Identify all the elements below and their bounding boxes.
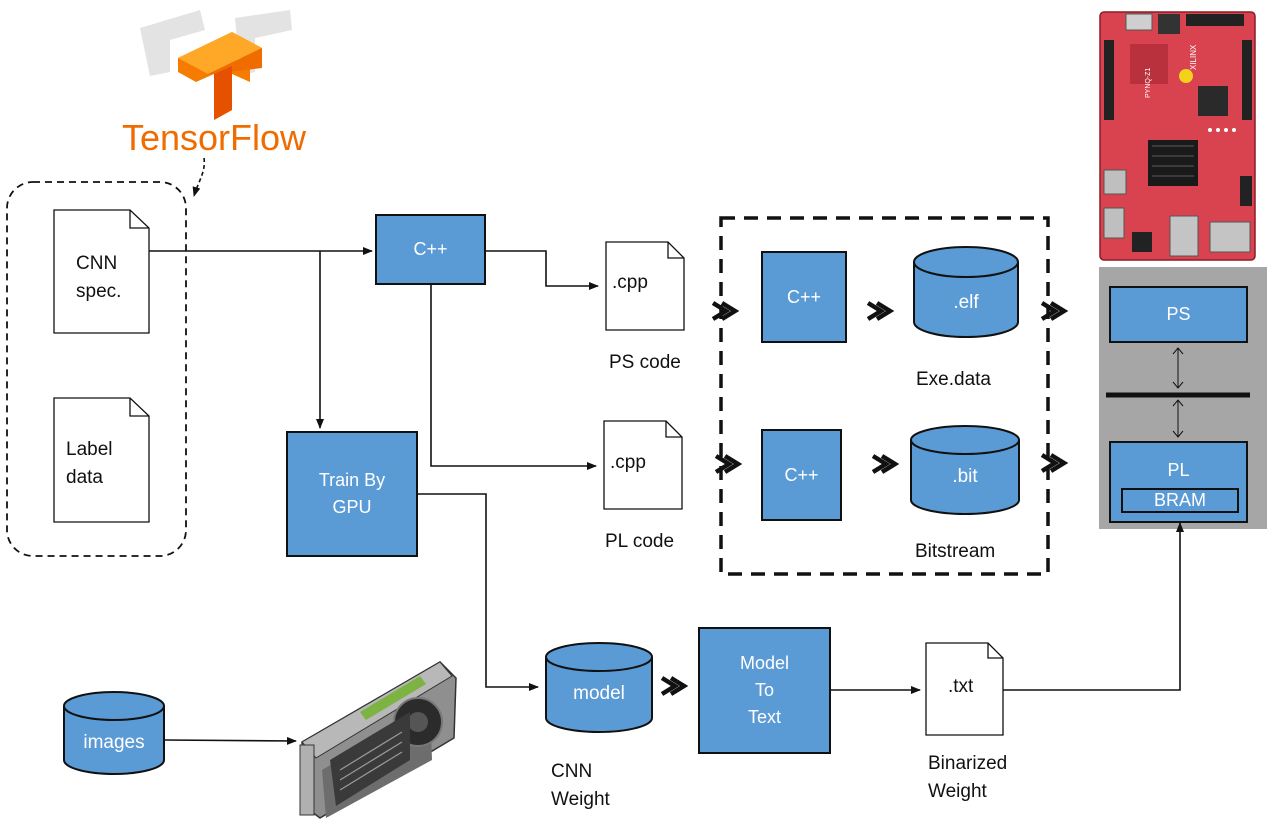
binarized-weight-caption: Binarized Weight [928,753,1008,802]
cpp-pl-box [761,429,842,521]
exe-data-caption: Exe.data [916,369,991,390]
logo-pointer-arrow [192,157,206,197]
cpp-ps-box [761,251,847,343]
train-gpu-box [286,431,418,557]
bit-cylinder [910,425,1020,515]
bram-block [1121,488,1239,513]
ps-chevron-3 [1040,301,1069,321]
images-cylinder [63,691,165,775]
pl-code-caption: PL code [605,531,675,552]
cnn-spec-document [53,209,150,334]
label-data-document [53,397,150,523]
input-dashed-group [6,181,187,557]
model-to-text-box [698,627,831,754]
elf-cylinder [913,246,1019,338]
ps-chevron-2 [866,301,895,321]
ps-block [1109,286,1248,343]
ps-cpp-document [605,241,685,331]
fpga-board-image: PYNQ-Z1 XILINX [1099,11,1256,261]
model-cylinder [545,642,653,733]
pl-chevron-1 [714,454,743,474]
txt-document [925,642,1004,736]
tensorflow-logo: TensorFlow [122,10,307,197]
pl-chevron-3 [1040,453,1069,473]
bitstream-caption: Bitstream [915,541,996,562]
pl-chevron-2 [871,454,900,474]
model-chevron [660,676,689,696]
ps-code-caption: PS code [609,352,681,373]
ps-chevron-1 [711,301,740,321]
svg-text:PYNQ-Z1: PYNQ-Z1 [1145,68,1152,98]
cnn-weight-caption: CNN Weight [551,761,610,810]
build-dashed-group [719,216,1050,576]
pl-cpp-document [603,420,683,510]
cpp-main-box [375,214,486,285]
tensorflow-logo-mark [178,32,262,120]
tensorflow-wordmark: TensorFlow [122,117,307,158]
svg-text:XILINX: XILINX [1189,44,1198,70]
gpu-card-image [299,661,457,819]
